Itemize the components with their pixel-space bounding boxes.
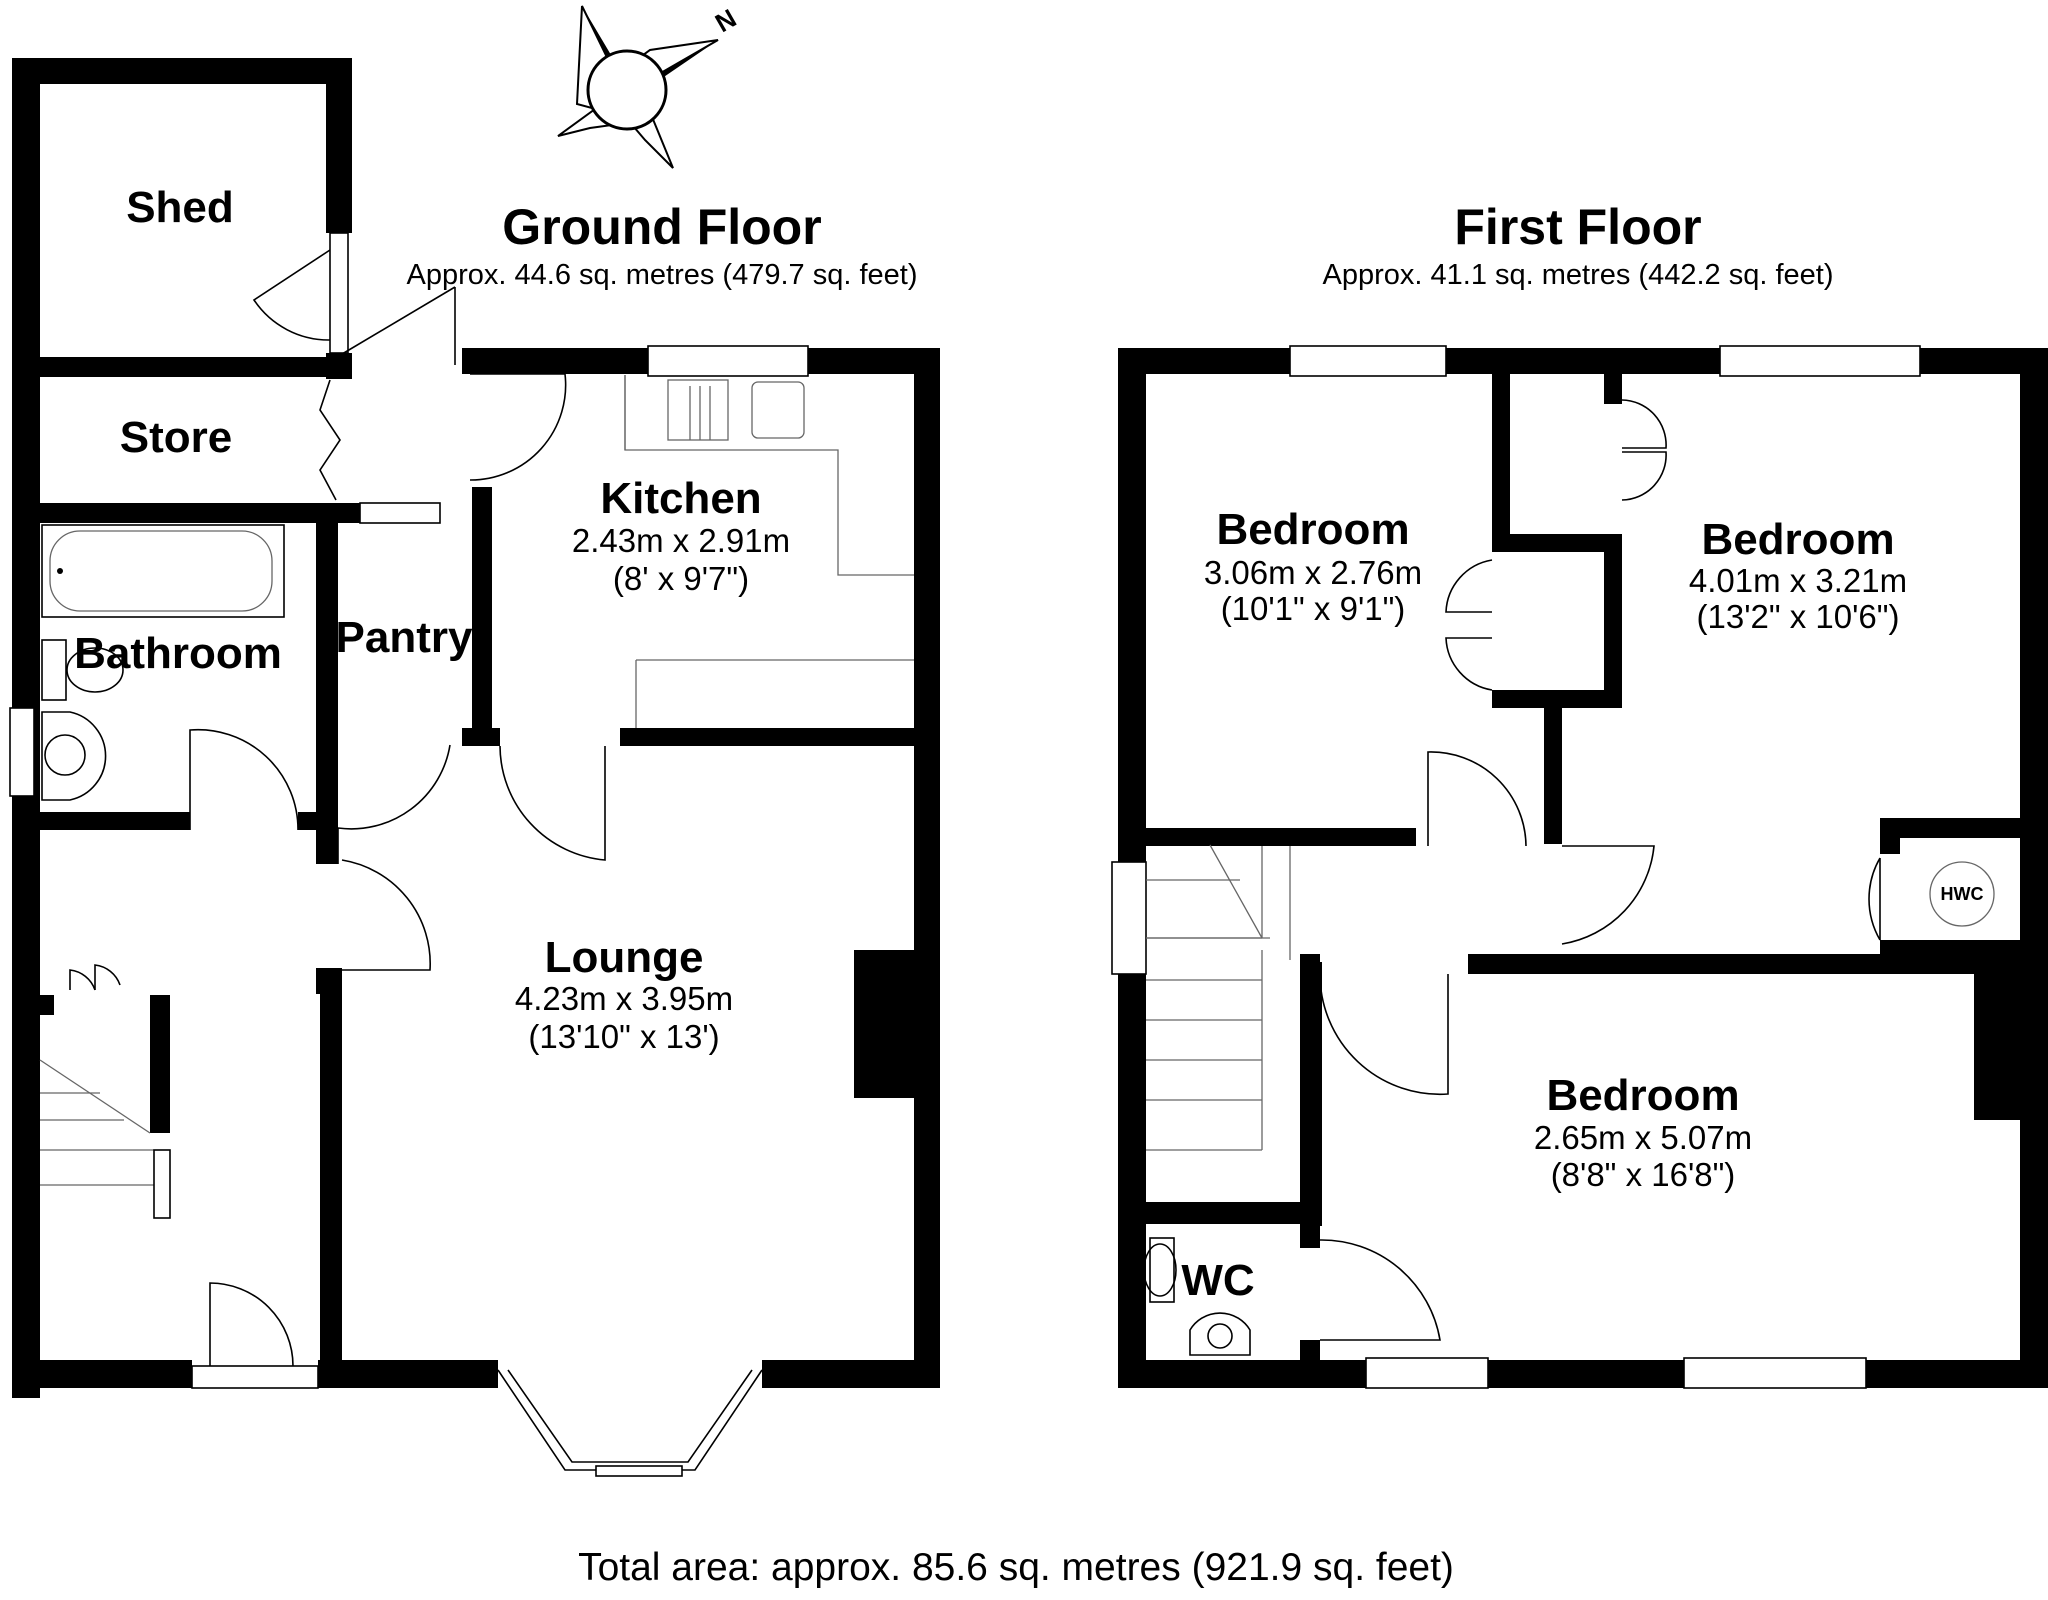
room-kitchen-imperial: (8' x 9'7") — [613, 560, 749, 597]
ground-floor-area: Approx. 44.6 sq. metres (479.7 sq. feet) — [407, 259, 918, 291]
room-bedroom-left-imperial: (10'1" x 9'1") — [1221, 590, 1406, 627]
hwc-label: HWC — [1941, 884, 1984, 904]
compass-north-label: N — [710, 3, 741, 38]
room-bedroom-right-metric: 4.01m x 3.21m — [1689, 562, 1907, 599]
room-bedroom-front-name: Bedroom — [1546, 1071, 1739, 1120]
first-stairs — [1146, 844, 1291, 1151]
room-pantry-name: Pantry — [336, 613, 473, 662]
room-bedroom-front-imperial: (8'8" x 16'8") — [1551, 1156, 1736, 1193]
room-bathroom-name: Bathroom — [74, 629, 282, 678]
room-kitchen-name: Kitchen — [600, 474, 761, 523]
room-lounge-metric: 4.23m x 3.95m — [515, 980, 733, 1017]
room-lounge-imperial: (13'10" x 13') — [528, 1018, 719, 1055]
room-bedroom-right-imperial: (13'2" x 10'6") — [1697, 598, 1900, 635]
room-store-name: Store — [120, 413, 232, 462]
total-area: Total area: approx. 85.6 sq. metres (921… — [578, 1546, 1454, 1589]
first-floor-title: First Floor — [1454, 199, 1701, 255]
ground-stairs — [39, 964, 171, 1219]
compass-icon: N — [557, 3, 741, 169]
room-shed-name: Shed — [126, 183, 234, 232]
room-bedroom-left-name: Bedroom — [1216, 505, 1409, 554]
first-floor-area: Approx. 41.1 sq. metres (442.2 sq. feet) — [1323, 259, 1834, 291]
ground-floor-title: Ground Floor — [502, 199, 821, 255]
room-bedroom-front-metric: 2.65m x 5.07m — [1534, 1119, 1752, 1156]
ground-floor-plan — [9, 58, 940, 1477]
room-lounge-name: Lounge — [545, 933, 704, 982]
room-bedroom-left-metric: 3.06m x 2.76m — [1204, 554, 1422, 591]
room-kitchen-metric: 2.43m x 2.91m — [572, 522, 790, 559]
first-floor-plan: HWC — [1111, 345, 2048, 1389]
room-wc-name: WC — [1181, 1256, 1254, 1305]
room-bedroom-right-name: Bedroom — [1701, 515, 1894, 564]
